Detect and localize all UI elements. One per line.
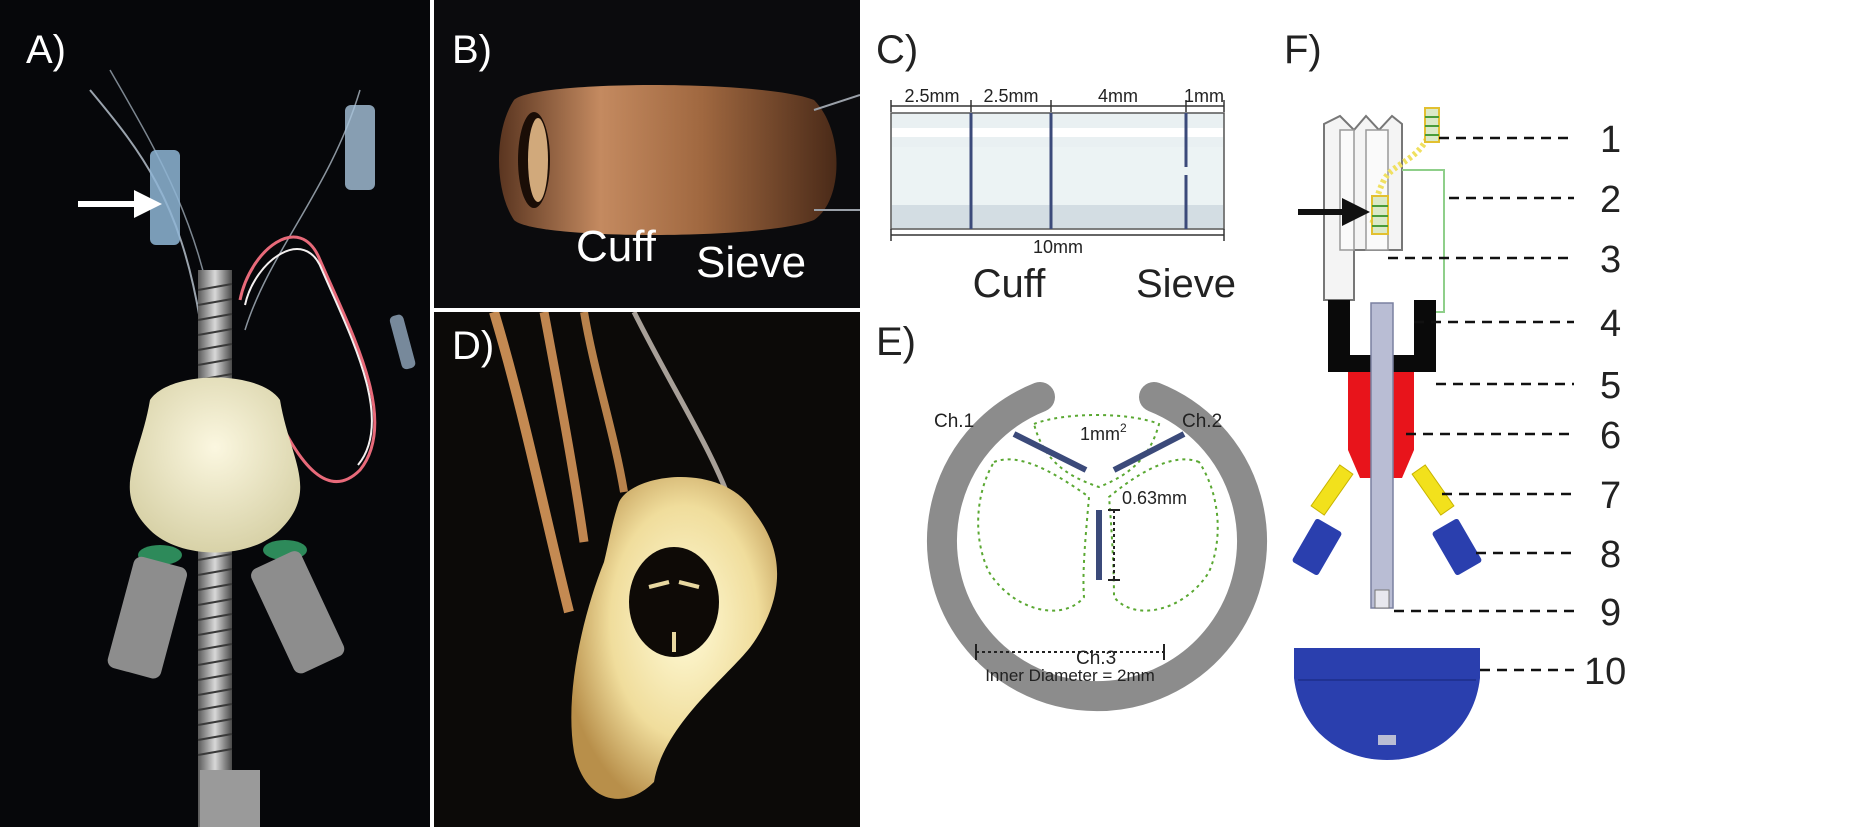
panel-d-illustration [434,312,860,827]
panel-label: A) [26,28,66,72]
spacing-label: 0.63mm [1122,488,1187,508]
panel-label: C) [876,28,919,72]
diameter-label: Inner Diameter = 2mm [985,666,1155,685]
arrow-icon [78,190,162,218]
panel-label: D) [452,324,495,368]
sieve-caption: Sieve [696,238,807,287]
callout-9: 9 [1600,592,1621,634]
blue-cap-left [1292,518,1342,576]
cuff-photo-shape [499,85,837,235]
segment-label: 4mm [1098,86,1138,106]
cross-section-diagram: Ch.1 Ch.2 Ch.3 1mm2 0.63mm Inner Diamete… [927,382,1267,712]
yellow-wire-right [1411,464,1455,516]
callout-10: 10 [1584,651,1626,693]
panel-b-illustration [434,0,860,308]
device-diagram: 1 2 3 4 5 6 7 8 9 10 [1292,107,1626,760]
panel-e-cross-section: E) Ch.1 Ch.2 Ch.3 1mm2 0.63mm Inner Diam… [864,312,1284,827]
connector-right [251,551,345,674]
housing [1323,114,1403,301]
cuff-label: Cuff [973,262,1047,306]
panel-d-photo: D) [434,312,860,827]
cuff-ring [927,382,1267,712]
callout-5: 5 [1600,365,1621,407]
central-screw [1370,302,1394,609]
panel-label: F) [1284,28,1322,72]
area-label: 1mm2 [1080,421,1127,444]
arrow-icon [1298,198,1370,226]
cuff-dimension-diagram: 2.5mm 2.5mm 4mm 1mm 10mm Cuff Sieve [890,86,1236,306]
segment-label: 1mm [1184,86,1224,106]
channel-label: Ch.2 [1182,411,1222,432]
cuff-electrode-left [150,150,180,245]
electrode-ch2 [1112,431,1186,473]
channel-region-right [1107,458,1219,612]
panel-a-illustration [0,0,430,827]
callout-8: 8 [1600,534,1621,576]
total-length-label: 10mm [1033,237,1083,257]
yellow-wire-left [1310,464,1354,516]
panel-b-photo: B) Cuff Sieve [434,0,860,308]
callout-4: 4 [1600,303,1621,345]
panel-c-schematic: C) 2.5mm 2.5mm 4mm 1mm 10mm Cuff Sieve [864,0,1284,310]
panel-label: B) [452,28,492,72]
connector-left [107,556,188,679]
channel-region-left [977,458,1091,612]
channel-label: Ch.3 [1076,648,1116,669]
segment-label: 2.5mm [983,86,1038,106]
panel-label: E) [876,320,916,364]
callout-7: 7 [1600,475,1621,517]
cuff-caption: Cuff [576,222,656,271]
panel-a-photo: A) [0,0,430,827]
callout-3: 3 [1600,239,1621,281]
cement-base [129,377,301,553]
electrode-ch1 [1012,431,1088,473]
blue-dome-cap [1294,648,1480,760]
cuff-electrode-right [345,105,375,190]
channel-label: Ch.1 [934,411,974,432]
channel-region-top [1032,414,1161,489]
callout-2: 2 [1600,179,1621,221]
blue-cap-right [1432,518,1482,576]
callout-6: 6 [1600,415,1621,457]
panel-f-device-schematic: F) [1284,0,1860,827]
callout-1: 1 [1600,119,1621,161]
sieve-label: Sieve [1136,262,1236,306]
segment-label: 2.5mm [904,86,959,106]
